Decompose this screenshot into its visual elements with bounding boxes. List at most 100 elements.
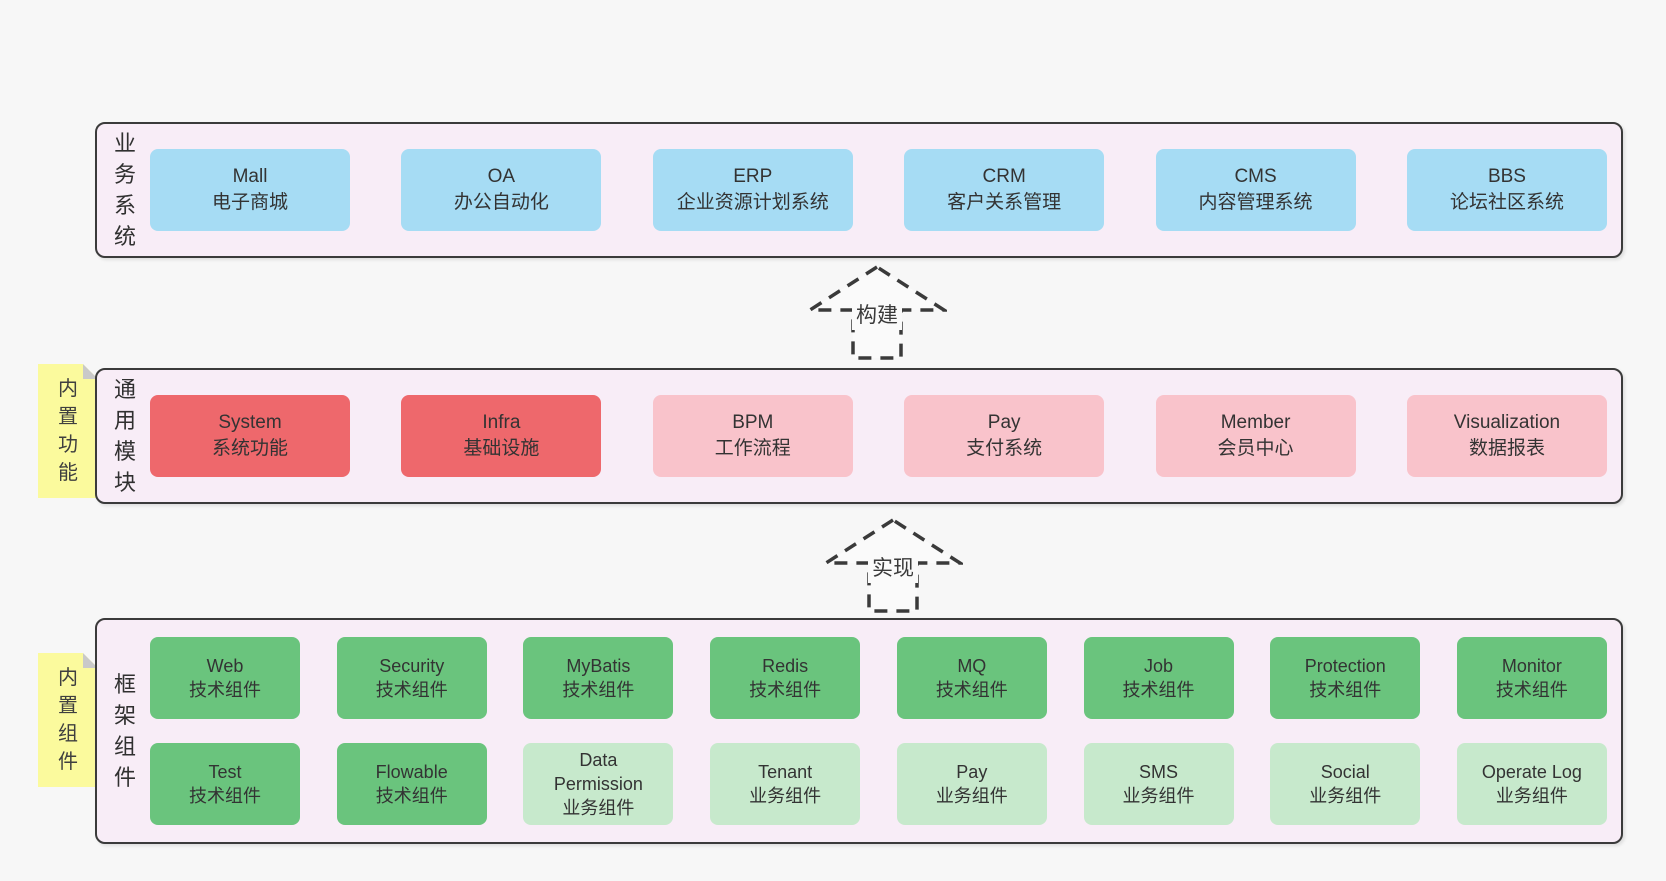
box-bpm: BPM 工作流程 xyxy=(652,395,853,477)
box-subtitle: 业务组件 xyxy=(1495,786,1568,806)
arrow-implement-label: 实现 xyxy=(868,551,918,583)
box-title: System xyxy=(218,412,282,433)
box-subtitle: 技术组件 xyxy=(375,680,448,700)
box-subtitle: 业务组件 xyxy=(1122,786,1195,806)
box-subtitle: 论坛社区系统 xyxy=(1449,192,1564,213)
box-mybatis: MyBatis 技术组件 xyxy=(523,637,674,719)
sticky-note-built-in-components: 内置组件 xyxy=(38,653,98,787)
sticky-note-label: 内置功能 xyxy=(58,378,78,484)
box-title: BPM xyxy=(732,412,774,433)
box-mall: Mall 电子商城 xyxy=(150,149,350,231)
box-subtitle: 技术组件 xyxy=(1309,680,1382,700)
box-operate-log: Operate Log 业务组件 xyxy=(1456,743,1607,825)
arrow-build-label: 构建 xyxy=(852,298,902,330)
box-test: Test 技术组件 xyxy=(150,743,300,825)
box-title: ERP xyxy=(733,166,773,187)
box-title: Data Permission xyxy=(553,750,643,794)
box-title: Pay xyxy=(956,762,988,782)
box-subtitle: 技术组件 xyxy=(935,680,1008,700)
box-title: Tenant xyxy=(758,762,813,782)
box-subtitle: 技术组件 xyxy=(1495,680,1568,700)
box-monitor: Monitor 技术组件 xyxy=(1456,637,1607,719)
box-title: Test xyxy=(208,762,242,782)
box-subtitle: 业务组件 xyxy=(562,798,635,818)
box-crm: CRM 客户关系管理 xyxy=(904,149,1105,231)
box-subtitle: 内容管理系统 xyxy=(1198,192,1313,213)
box-subtitle: 支付系统 xyxy=(966,438,1043,459)
box-subtitle: 基础设施 xyxy=(463,438,540,459)
business-systems-panel: 业务系统 Mall 电子商城 OA 办公自动化 ERP 企业资源计划系统 CRM… xyxy=(95,122,1623,258)
box-title: Member xyxy=(1220,412,1291,433)
sticky-note-built-in-features: 内置功能 xyxy=(38,364,98,498)
box-title: Protection xyxy=(1304,656,1386,676)
arrow-build: 构建 xyxy=(807,264,947,362)
box-title: Pay xyxy=(987,412,1021,433)
box-title: CRM xyxy=(982,166,1026,187)
common-modules-boxes: System 系统功能 Infra 基础设施 BPM 工作流程 Pay 支付系统… xyxy=(140,395,1621,477)
box-title: OA xyxy=(487,166,516,187)
box-title: Flowable xyxy=(375,762,448,782)
box-system: System 系统功能 xyxy=(150,395,350,477)
box-subtitle: 客户关系管理 xyxy=(947,192,1062,213)
box-bbs: BBS 论坛社区系统 xyxy=(1406,149,1607,231)
framework-components-rows: Web 技术组件 Security 技术组件 MyBatis 技术组件 Redi… xyxy=(140,637,1621,825)
arrow-implement: 实现 xyxy=(823,517,963,615)
box-tenant: Tenant 业务组件 xyxy=(710,743,861,825)
box-sms: SMS 业务组件 xyxy=(1083,743,1234,825)
box-pay-business: Pay 业务组件 xyxy=(896,743,1047,825)
box-subtitle: 企业资源计划系统 xyxy=(676,192,829,213)
box-title: Visualization xyxy=(1453,412,1561,433)
box-title: Operate Log xyxy=(1481,762,1582,782)
box-title: SMS xyxy=(1139,762,1179,782)
box-subtitle: 工作流程 xyxy=(714,438,791,459)
box-subtitle: 会员中心 xyxy=(1217,438,1294,459)
box-erp: ERP 企业资源计划系统 xyxy=(652,149,853,231)
box-title: CMS xyxy=(1234,166,1277,187)
box-subtitle: 业务组件 xyxy=(749,786,822,806)
box-visualization: Visualization 数据报表 xyxy=(1406,395,1607,477)
box-subtitle: 技术组件 xyxy=(375,786,448,806)
box-subtitle: 技术组件 xyxy=(189,786,261,806)
box-subtitle: 业务组件 xyxy=(1309,786,1382,806)
box-pay-module: Pay 支付系统 xyxy=(904,395,1105,477)
box-subtitle: 电子商城 xyxy=(211,192,288,213)
box-oa: OA 办公自动化 xyxy=(401,149,602,231)
box-subtitle: 办公自动化 xyxy=(453,192,549,213)
panel-label-framework-components: 框架组件 xyxy=(113,672,136,790)
box-cms: CMS 内容管理系统 xyxy=(1155,149,1356,231)
box-job: Job 技术组件 xyxy=(1083,637,1234,719)
box-subtitle: 技术组件 xyxy=(189,680,261,700)
business-systems-boxes: Mall 电子商城 OA 办公自动化 ERP 企业资源计划系统 CRM 客户关系… xyxy=(140,149,1621,231)
box-protection: Protection 技术组件 xyxy=(1270,637,1421,719)
box-title: Infra xyxy=(482,412,521,433)
box-mq: MQ 技术组件 xyxy=(896,637,1047,719)
box-subtitle: 技术组件 xyxy=(1122,680,1195,700)
box-title: BBS xyxy=(1487,166,1526,187)
box-flowable: Flowable 技术组件 xyxy=(336,743,487,825)
box-title: Social xyxy=(1320,762,1370,782)
box-subtitle: 数据报表 xyxy=(1468,438,1545,459)
box-title: Job xyxy=(1144,656,1174,676)
panel-label-business-systems: 业务系统 xyxy=(113,131,136,249)
sticky-note-label: 内置组件 xyxy=(58,667,78,773)
box-subtitle: 系统功能 xyxy=(211,438,288,459)
box-redis: Redis 技术组件 xyxy=(710,637,861,719)
box-title: Monitor xyxy=(1501,656,1562,676)
box-infra: Infra 基础设施 xyxy=(401,395,602,477)
box-web: Web 技术组件 xyxy=(150,637,300,719)
box-subtitle: 技术组件 xyxy=(749,680,822,700)
box-subtitle: 业务组件 xyxy=(935,786,1008,806)
framework-components-row-1: Web 技术组件 Security 技术组件 MyBatis 技术组件 Redi… xyxy=(150,637,1607,719)
box-data-permission: Data Permission 业务组件 xyxy=(523,743,674,825)
panel-label-common-modules: 通用模块 xyxy=(113,377,136,495)
box-title: Web xyxy=(206,656,244,676)
box-security: Security 技术组件 xyxy=(336,637,487,719)
common-modules-panel: 通用模块 System 系统功能 Infra 基础设施 BPM 工作流程 Pay… xyxy=(95,368,1623,504)
box-member: Member 会员中心 xyxy=(1155,395,1356,477)
framework-components-panel: 框架组件 Web 技术组件 Security 技术组件 MyBatis 技术组件… xyxy=(95,618,1623,844)
box-subtitle: 技术组件 xyxy=(562,680,635,700)
box-title: MQ xyxy=(957,656,987,676)
box-title: Redis xyxy=(762,656,809,676)
framework-components-row-2: Test 技术组件 Flowable 技术组件 Data Permission … xyxy=(150,743,1607,825)
